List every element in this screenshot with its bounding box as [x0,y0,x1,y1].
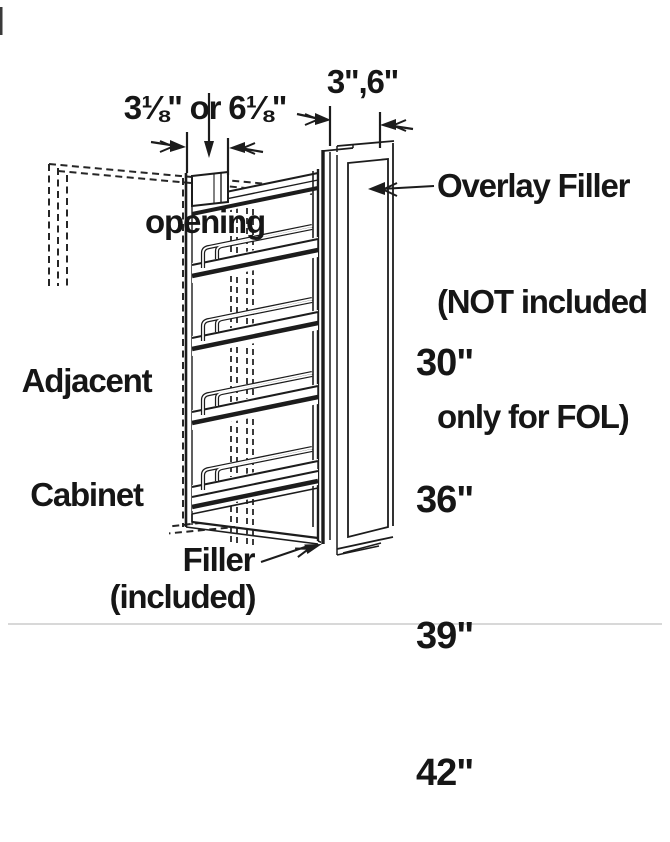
height-option-42: 42" [416,751,474,794]
opening-dimension-graphics [150,93,264,175]
opening-dimension-caption: opening [145,203,266,240]
shelf-wire-rails [200,223,313,490]
available-heights-list: 30" 36" 39" 42" [416,250,536,842]
opening-dimension-label: 3⅛" or 6⅛" opening [70,13,340,279]
height-option-39: 39" [416,615,474,657]
filler-panel [321,140,395,556]
adjacent-cabinet-line2: Cabinet [30,476,144,513]
opening-dimension-value: 3⅛" or 6⅛" [123,89,288,126]
overlay-filler-arrow [368,182,435,197]
scan-edge-artifacts [0,7,662,625]
pullout-unit [184,169,338,550]
filler-width-dimension-label: 3",6" [326,63,399,100]
adjacent-cabinet-label: Adjacent Cabinet [4,286,169,552]
filler-label: Filler [182,541,256,578]
adjacent-cabinet-line1: Adjacent [21,362,153,399]
filler-width-dimension-graphics [296,106,414,148]
filler-included-label: (included) [109,578,257,615]
height-option-30: 30" [416,342,474,384]
filler-included-arrow [260,544,322,563]
overlay-filler-note-line1: Overlay Filler [437,167,631,204]
overlay-filler-note-line2: (NOT included [437,282,648,320]
height-option-36: 36" [416,478,474,521]
cabinet-filler-pullout-diagram: { "diagram": { "colors": { "line": "#1c1… [0,7,670,794]
overlay-filler-note-line3: only for FOL) [437,398,630,435]
overlay-filler-note: Overlay Filler (NOT included only for FO… [437,90,670,475]
